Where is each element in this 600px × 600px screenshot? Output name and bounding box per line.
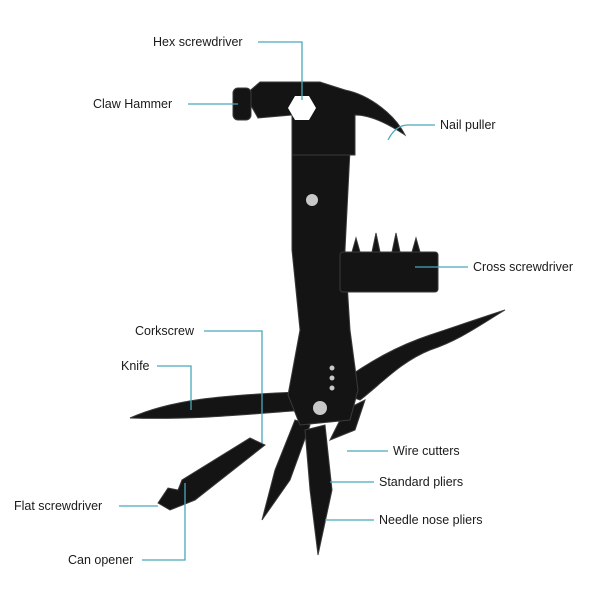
leader-can	[142, 483, 186, 561]
hole-2	[329, 375, 335, 381]
label-nail-puller: Nail puller	[440, 118, 496, 132]
label-corkscrew: Corkscrew	[135, 324, 195, 338]
label-cross-screwdriver: Cross screwdriver	[473, 260, 574, 274]
tool-handle	[287, 149, 359, 426]
label-standard-pliers: Standard pliers	[379, 475, 464, 489]
label-hex-screwdriver: Hex screwdriver	[153, 35, 243, 49]
plier-handle	[328, 309, 506, 401]
label-claw-hammer: Claw Hammer	[93, 97, 173, 111]
screwdriver-bits	[351, 232, 421, 253]
bit-holder	[339, 251, 439, 293]
hammer-head	[244, 81, 407, 156]
screw-top	[306, 194, 318, 206]
label-needle-nose-pliers: Needle nose pliers	[379, 513, 483, 527]
leader-lines	[119, 41, 468, 561]
leader-corkscrew	[204, 330, 263, 443]
needle-nose-jaw	[261, 419, 311, 521]
leader-nail-puller	[387, 124, 435, 141]
label-knife: Knife	[121, 359, 150, 373]
leader-knife	[157, 365, 192, 410]
knife-blade	[129, 391, 306, 419]
hex-hole	[288, 96, 316, 120]
standard-pliers-jaw	[304, 424, 333, 556]
screw-bottom	[313, 401, 327, 415]
label-flat-screwdriver: Flat screwdriver	[14, 499, 103, 513]
leader-hex	[258, 41, 303, 100]
hole-3	[329, 385, 335, 391]
hole-1	[329, 365, 335, 371]
label-wire-cutters: Wire cutters	[393, 444, 460, 458]
label-can-opener: Can opener	[68, 553, 134, 567]
screwdriver-arm	[157, 437, 266, 511]
